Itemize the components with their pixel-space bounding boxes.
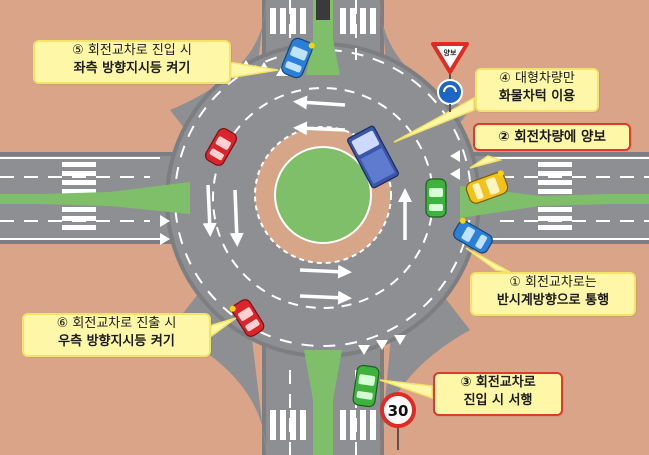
- callout-yield-to-circulating: ② 회전차량에 양보: [473, 123, 631, 151]
- callout-left-turn-signal: ⑤ 회전교차로 진입 시 좌측 방향지시등 켜기: [33, 40, 231, 84]
- callout-counterclockwise: ① 회전교차로는 반시계방향으로 통행: [470, 272, 636, 316]
- callout-slow-entry: ③ 회전교차로 진입 시 서행: [433, 372, 563, 416]
- callout-4-line2: 화물차턱 이용: [498, 89, 576, 104]
- callout-1-line1: ① 회전교차로는: [509, 275, 597, 290]
- crosswalks: [62, 8, 572, 440]
- callout-5-line1: ⑤ 회전교차로 진입 시: [72, 43, 192, 58]
- callout-pointers: [205, 61, 511, 400]
- car-green-bottom: [352, 364, 380, 408]
- car-red-left: [204, 128, 238, 166]
- callout-6-line2: 우측 방향지시등 켜기: [58, 334, 175, 349]
- car-red-bottom: [229, 299, 265, 337]
- car-blue-top: [281, 37, 315, 79]
- callout-3-line1: ③ 회전교차로: [460, 375, 536, 390]
- callout-2-text: ② 회전차량에 양보: [498, 129, 606, 145]
- speed-limit-text: 30: [388, 402, 409, 420]
- callout-5-line2: 좌측 방향지시등 켜기: [73, 61, 191, 76]
- central-island: [274, 146, 372, 244]
- speed-limit-sign-icon: 30: [380, 392, 416, 450]
- callout-right-turn-signal: ⑥ 회전교차로 진출 시 우측 방향지시등 켜기: [22, 313, 211, 357]
- car-green-right: [425, 178, 447, 218]
- car-blue-right: [453, 217, 493, 254]
- callout-1-line2: 반시계방향으로 통행: [496, 293, 610, 308]
- flow-arrows: [202, 95, 412, 305]
- callout-6-line1: ⑥ 회전교차로 진출 시: [56, 316, 177, 331]
- car-yellow: [465, 170, 509, 204]
- callout-4-line1: ④ 대형차량만: [499, 71, 575, 86]
- callout-3-line2: 진입 시 서행: [463, 393, 533, 408]
- yield-sign-text: 양보: [444, 48, 457, 57]
- roundabout-sign-icon: [437, 79, 463, 112]
- callout-truck-apron: ④ 대형차량만 화물차턱 이용: [475, 68, 599, 112]
- truck: [347, 125, 399, 189]
